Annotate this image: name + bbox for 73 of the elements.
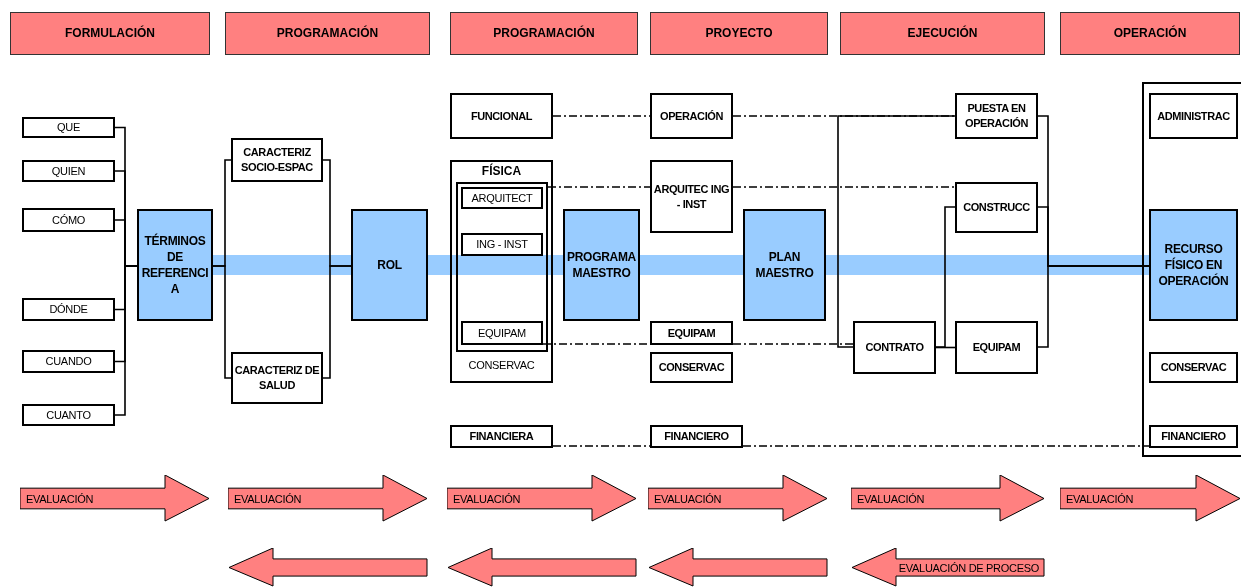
pointed-banner <box>228 475 428 522</box>
item-box: CÓMO <box>22 208 115 232</box>
banner-label: EVALUACIÓN <box>234 491 302 507</box>
process-box: CONSERVAC <box>1149 352 1238 383</box>
phase-header: FORMULACIÓN <box>10 12 210 55</box>
banner-label: EVALUACIÓN <box>654 491 722 507</box>
process-box: CONTRATO <box>853 321 936 374</box>
connector-line <box>732 186 956 188</box>
pointed-banner <box>20 475 210 522</box>
connector-line <box>322 265 352 379</box>
process-box: FINANCIERA <box>450 425 553 448</box>
banner-label: EVALUACIÓN <box>453 491 521 507</box>
phase-header: PROGRAMACIÓN <box>225 12 430 55</box>
phase-header: OPERACIÓN <box>1060 12 1240 55</box>
pointed-banner <box>648 548 828 587</box>
item-box: CUANTO <box>22 404 115 426</box>
banner-label: EVALUACIÓN <box>857 491 925 507</box>
group-box <box>450 160 553 383</box>
flow-band <box>213 255 351 275</box>
stage-box: PLAN MAESTRO <box>743 209 826 321</box>
item-box: ING - INST <box>461 233 543 256</box>
flow-band <box>826 255 1149 275</box>
process-box: FINANCIERO <box>1149 425 1238 448</box>
box-heading: FÍSICA <box>480 163 523 180</box>
banner-label: EVALUACIÓN <box>1066 491 1134 507</box>
pointed-banner <box>447 548 637 587</box>
group-frame <box>1142 82 1241 457</box>
phase-header: EJECUCIÓN <box>840 12 1045 55</box>
process-box: ADMINISTRAC <box>1149 93 1238 139</box>
stage-box: RECURSO FÍSICO EN OPERACIÓN <box>1149 209 1238 321</box>
process-box: PUESTA EN OPERACIÓN <box>955 93 1038 139</box>
flow-band <box>640 255 743 275</box>
item-box: CUANDO <box>22 350 115 373</box>
item-box: QUIEN <box>22 160 115 182</box>
box-text: CONSERVAC <box>467 358 536 373</box>
process-box: EQUIPAM <box>650 321 733 345</box>
process-box: OPERACIÓN <box>650 93 733 139</box>
item-box: EQUIPAM <box>461 321 543 345</box>
pointed-banner <box>1060 475 1241 522</box>
process-box: CARACTERIZ DE SALUD <box>231 352 323 404</box>
process-box: FUNCIONAL <box>450 93 553 139</box>
process-box: CONSERVAC <box>650 352 733 383</box>
connector-line <box>732 343 854 345</box>
connector-line <box>837 115 956 348</box>
flow-band <box>428 255 563 275</box>
item-box: DÓNDE <box>22 298 115 321</box>
connector-line <box>935 346 956 349</box>
item-box: QUE <box>22 117 115 138</box>
phase-header: PROYECTO <box>650 12 828 55</box>
connector-line <box>547 186 651 188</box>
connector-line <box>742 445 1150 447</box>
process-box: CARACTERIZ SOCIO-ESPAC <box>231 138 323 182</box>
connector-line <box>935 206 956 348</box>
banner-label: EVALUACIÓN DE PROCESO <box>898 560 1039 576</box>
process-box: ARQUITEC ING - INST <box>650 160 733 233</box>
process-box: EQUIPAM <box>955 321 1038 374</box>
pointed-banner <box>648 475 828 522</box>
pointed-banner <box>447 475 637 522</box>
process-box: FINANCIERO <box>650 425 743 448</box>
phase-header: PROGRAMACIÓN <box>450 12 638 55</box>
connector-line <box>1037 265 1150 348</box>
item-box: ARQUITECT <box>461 187 543 209</box>
stage-box: TÉRMINOS DE REFERENCIA <box>137 209 213 321</box>
connector-line <box>212 265 232 379</box>
pointed-banner <box>228 548 428 587</box>
group-box <box>456 182 548 352</box>
stage-box: PROGRAMA MAESTRO <box>563 209 640 321</box>
pointed-banner <box>851 548 1045 587</box>
stage-box: ROL <box>351 209 428 321</box>
connector-line <box>114 265 138 416</box>
banner-label: EVALUACIÓN <box>26 491 94 507</box>
process-box: CONSTRUCC <box>955 182 1038 233</box>
pointed-banner <box>851 475 1045 522</box>
